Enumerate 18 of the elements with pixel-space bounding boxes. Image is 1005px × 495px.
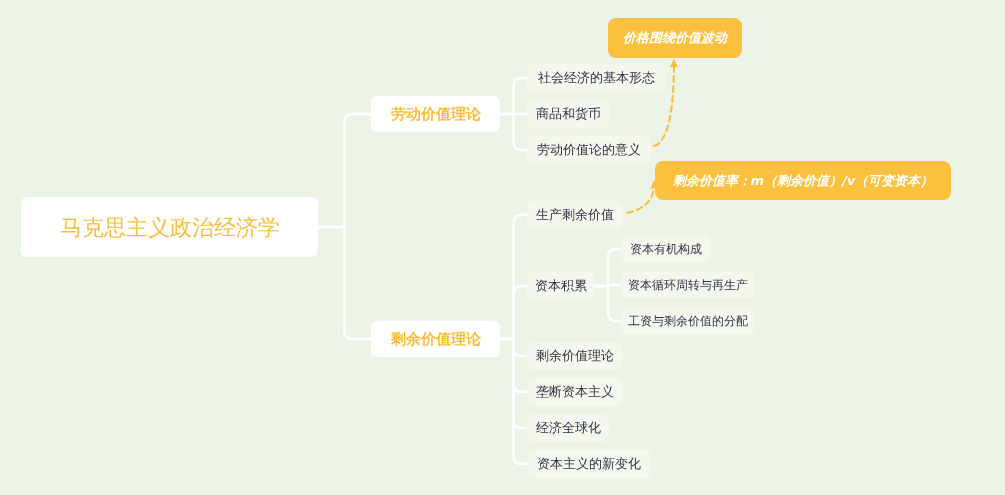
subtopic: 剩余价值理论: [527, 342, 622, 370]
subtopic: 资本循环周转与再生产: [621, 272, 755, 298]
callout-box: 价格围绕价值波动: [608, 18, 742, 58]
subtopic: 生产剩余价值: [527, 201, 623, 229]
subtopic: 垄断资本主义: [527, 378, 622, 406]
main-topic: 劳动价值理论: [371, 96, 500, 132]
main-topic: 剩余价值理论: [371, 321, 500, 357]
dashed-arrow: [653, 59, 678, 147]
subtopic: 社会经济的基本形态: [527, 64, 665, 92]
subtopic: 工资与剩余价值的分配: [621, 308, 755, 334]
subtopic: 商品和货币: [527, 100, 609, 128]
subtopic: 资本有机构成: [621, 236, 711, 262]
root-topic: 马克思主义政治经济学: [21, 197, 318, 257]
subtopic: 资本主义的新变化: [527, 450, 651, 478]
subtopic: 资本积累: [527, 272, 595, 300]
callout-box: 剩余价值率：m（剩余价值）/v（可变资本）: [655, 161, 951, 200]
subtopic: 经济全球化: [527, 414, 609, 442]
subtopic: 劳动价值论的意义: [527, 136, 651, 164]
